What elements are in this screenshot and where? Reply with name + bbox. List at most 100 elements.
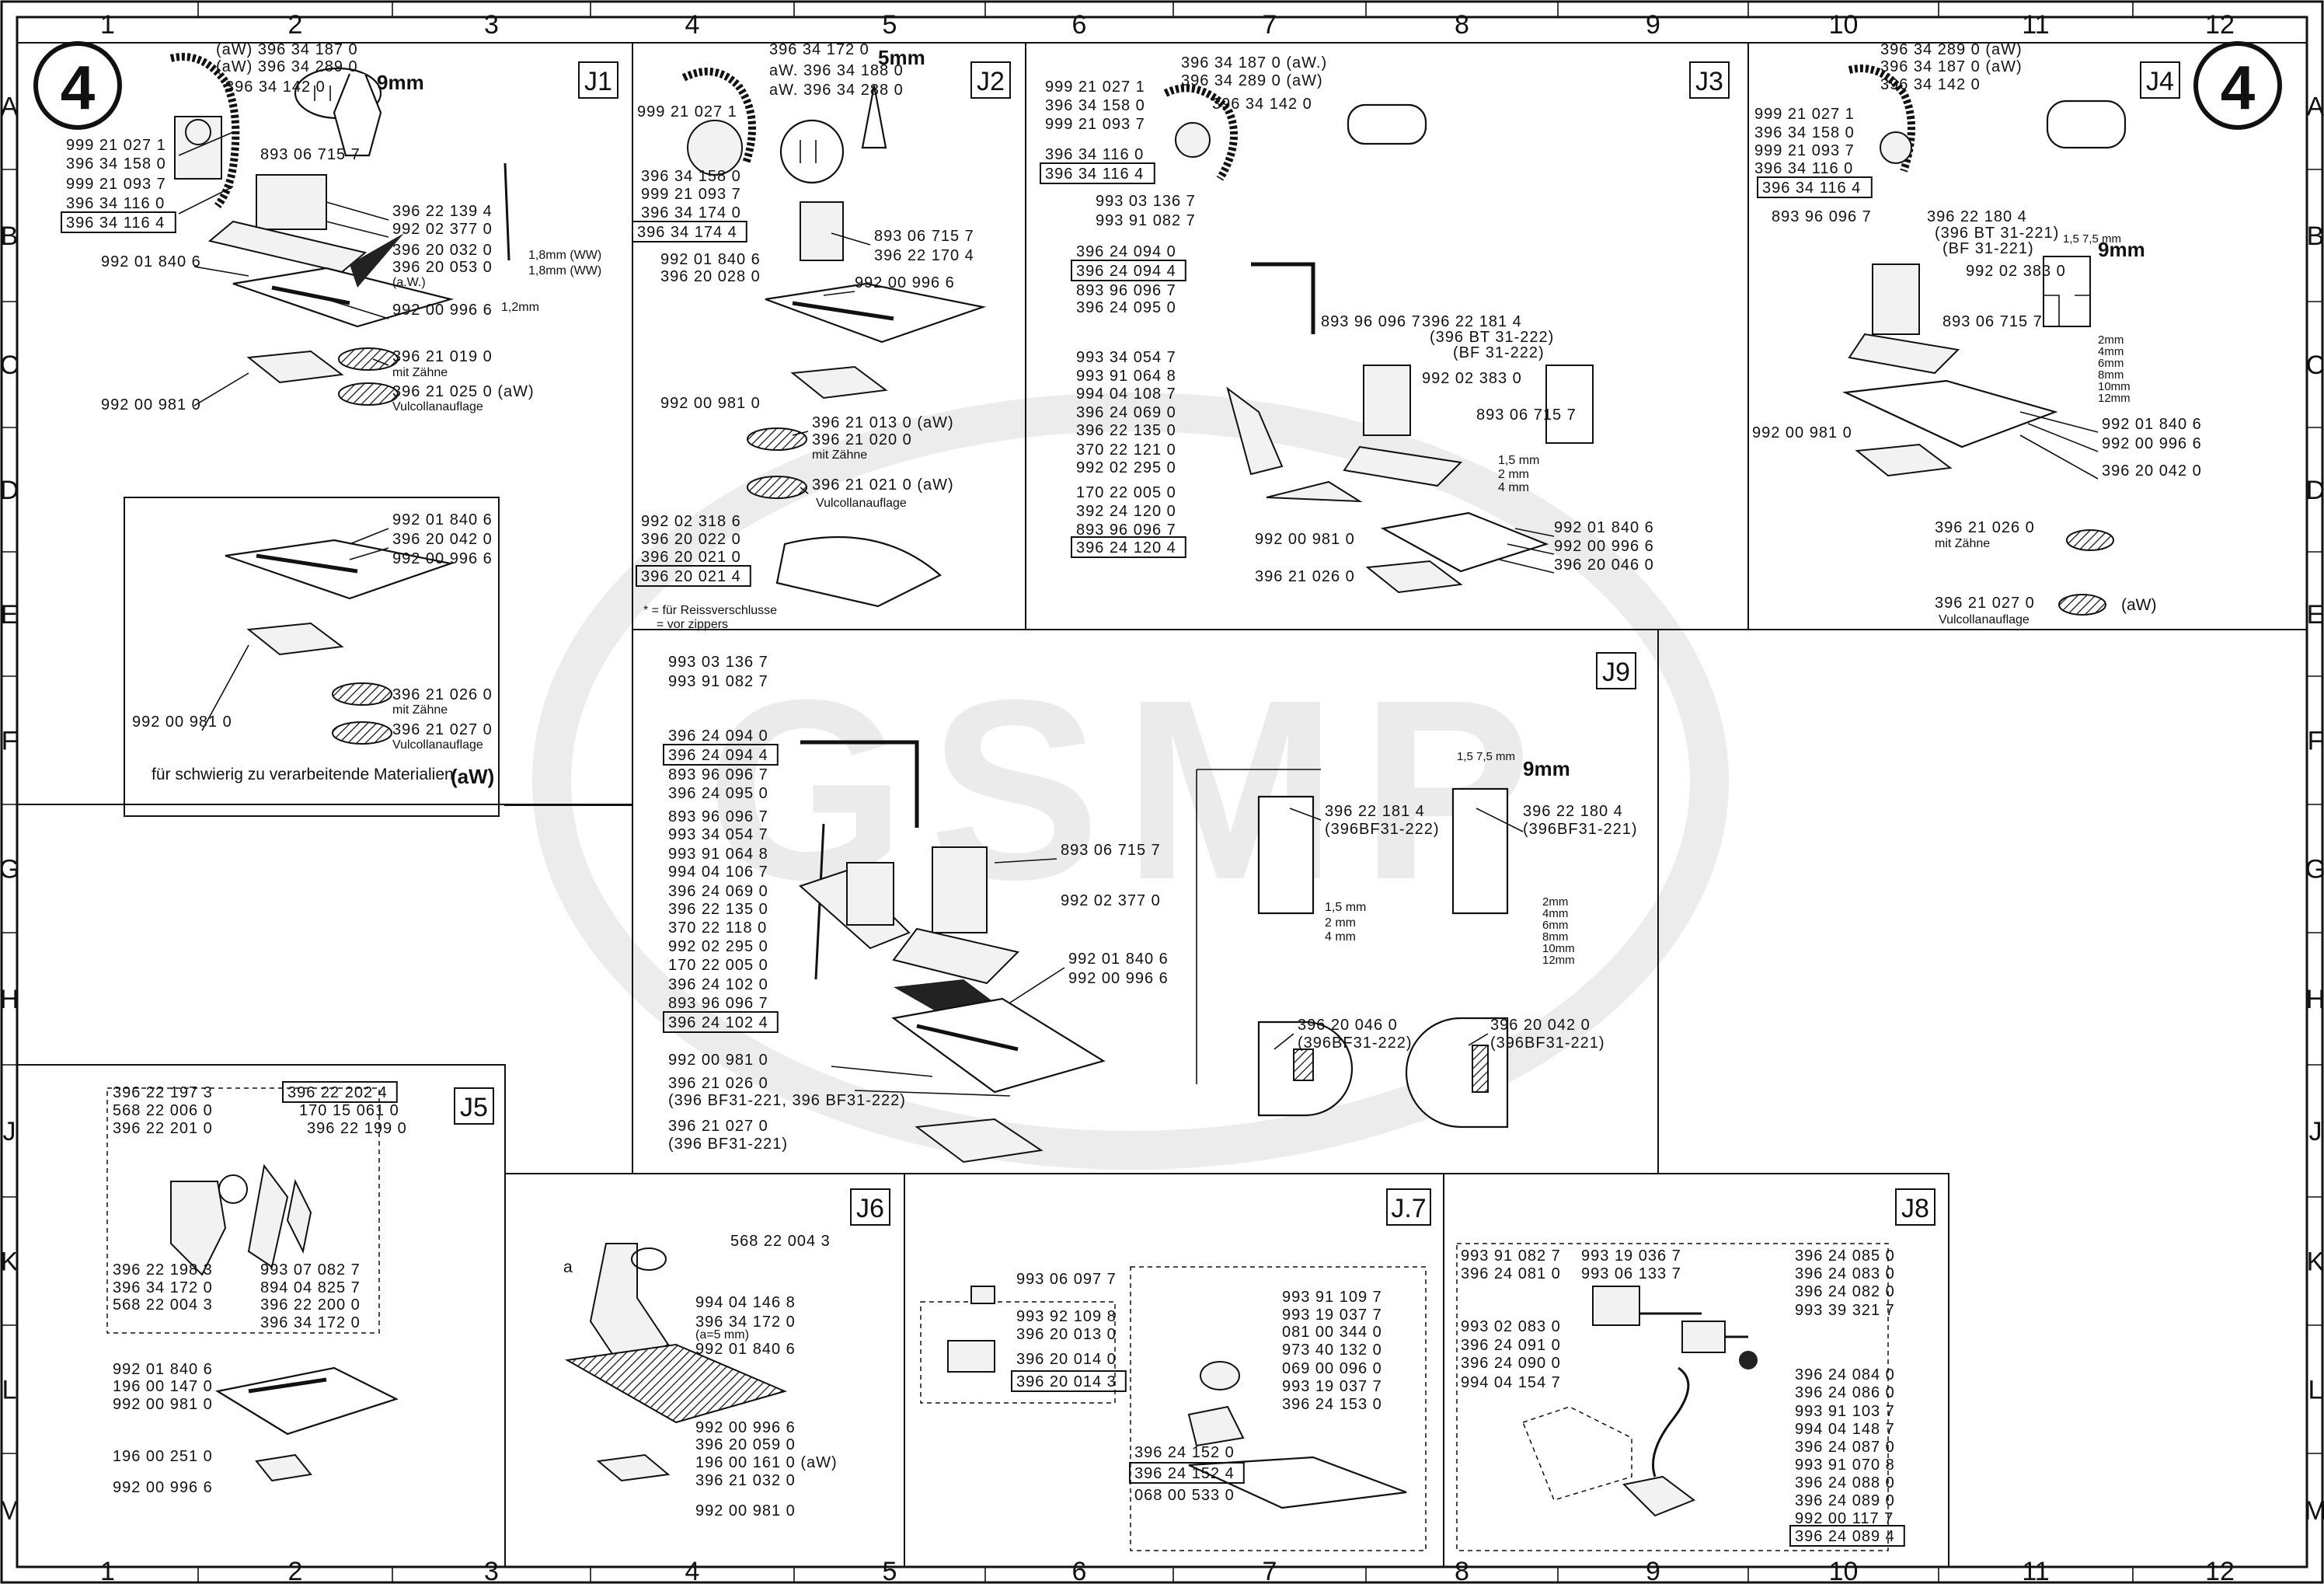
j5-label-5: 396 22 199 0 bbox=[307, 1120, 407, 1137]
j9-label-17-box bbox=[663, 1011, 779, 1033]
j9-label-14: 170 22 005 0 bbox=[668, 957, 768, 974]
j3-label-7: 396 34 116 4 bbox=[1045, 166, 1144, 183]
grid-col-top-9: 9 bbox=[1646, 10, 1660, 40]
j9-label-33: 396 20 042 0 bbox=[1490, 1017, 1591, 1034]
j4-label-7-box bbox=[1757, 176, 1873, 198]
j7-label-13: 396 24 152 4 bbox=[1134, 1465, 1235, 1482]
j4-label-22: Vulcollanauflage bbox=[1939, 613, 2030, 626]
j2-dim-5mm: 5mm bbox=[878, 46, 925, 69]
j5-label-3-box bbox=[282, 1081, 398, 1103]
grid-col-bottom-6: 6 bbox=[1072, 1557, 1087, 1584]
j7-label-7: 081 00 344 0 bbox=[1282, 1324, 1382, 1341]
j1-label-0: (aW) 396 34 187 0 bbox=[216, 41, 358, 58]
j9-label-26: (396 BF31-221) bbox=[668, 1136, 788, 1153]
j1-illustration bbox=[169, 53, 510, 406]
j2-label-7-box bbox=[632, 221, 747, 242]
j5-label-14: 196 00 147 0 bbox=[113, 1378, 213, 1395]
j9-label-25: 396 21 027 0 bbox=[668, 1118, 768, 1135]
grid-row-left-D: D bbox=[0, 476, 19, 505]
j1-label-19: 992 00 981 0 bbox=[101, 396, 201, 413]
j2-label-21: 396 20 021 0 bbox=[641, 549, 741, 566]
j3-label-29: 893 96 096 7 bbox=[1076, 522, 1176, 539]
j4-illustration bbox=[1842, 65, 2127, 616]
leader-line bbox=[2019, 411, 2099, 433]
j3-label-15: 396 22 181 4 bbox=[1422, 313, 1522, 330]
j4-label-9: 396 22 180 4 bbox=[1927, 208, 2027, 225]
j3-label-6: 396 34 116 0 bbox=[1045, 146, 1144, 163]
j9-dim-label-7: 6mm bbox=[1542, 919, 1568, 932]
j2-label-20: 396 20 022 0 bbox=[641, 531, 741, 548]
j9-label-24: (396 BF31-221, 396 BF31-222) bbox=[668, 1092, 906, 1109]
j1-label-15: 992 00 996 6 bbox=[392, 302, 493, 319]
j5-illustration bbox=[106, 1087, 399, 1482]
svg-text:J2: J2 bbox=[977, 67, 1005, 96]
j2-label-22-box bbox=[636, 565, 751, 587]
grid-row-left-L: L bbox=[2, 1376, 17, 1405]
j5-label-7: 396 34 172 0 bbox=[113, 1279, 213, 1296]
j8-label-21: 396 24 089 4 bbox=[1795, 1528, 1895, 1545]
j1-label-4: 396 34 158 0 bbox=[66, 155, 166, 173]
grid-row-right-K: K bbox=[2307, 1247, 2324, 1277]
grid-row-left-C: C bbox=[0, 351, 19, 380]
j9-label-9: 994 04 106 7 bbox=[668, 864, 768, 881]
j1alt-label-7: Vulcollanauflage bbox=[392, 738, 483, 752]
grid-row-left-J: J bbox=[3, 1117, 16, 1146]
j3-label-20: 993 34 054 7 bbox=[1076, 349, 1176, 366]
leader-line bbox=[1289, 808, 1322, 821]
j1-alt-illustration bbox=[124, 497, 500, 817]
j3-label-3: 999 21 027 1 bbox=[1045, 79, 1145, 96]
j3-label-18: 992 02 383 0 bbox=[1422, 370, 1522, 387]
grid-row-left-B: B bbox=[1, 222, 19, 251]
leader-line bbox=[193, 372, 249, 406]
j5-label-0: 396 22 197 3 bbox=[113, 1084, 213, 1101]
j9-label-10: 396 24 069 0 bbox=[668, 883, 768, 900]
j2-label-14: 396 21 013 0 (aW) bbox=[812, 414, 954, 431]
j9-label-34: (396BF31-221) bbox=[1490, 1034, 1605, 1052]
grid-row-right-L: L bbox=[2308, 1376, 2323, 1405]
j1alt-label-4: 396 21 026 0 bbox=[392, 686, 493, 703]
j5-label-17: 992 00 996 6 bbox=[113, 1479, 213, 1496]
j6-label-6: 396 20 059 0 bbox=[695, 1436, 796, 1453]
grid-row-right-C: C bbox=[2306, 351, 2324, 380]
svg-text:J3: J3 bbox=[1695, 67, 1723, 96]
j1-alt-caption-tag: (aW) bbox=[451, 765, 494, 788]
leader-line bbox=[326, 201, 389, 221]
j5-label-4: 170 15 061 0 bbox=[299, 1102, 399, 1119]
j4-dim-label-3: 4mm bbox=[2098, 345, 2124, 358]
j9-dim-label-1: 9mm bbox=[1523, 757, 1570, 780]
j8-label-11: 994 04 154 7 bbox=[1461, 1374, 1561, 1391]
j8-label-13: 396 24 086 0 bbox=[1795, 1384, 1895, 1401]
grid-col-top-7: 7 bbox=[1263, 10, 1277, 40]
j2-label-15: 396 21 020 0 bbox=[812, 431, 912, 448]
j2-label-9: 396 22 170 4 bbox=[874, 247, 974, 264]
grid-col-top-1: 1 bbox=[100, 10, 115, 40]
panel-tag-J6: J6 bbox=[850, 1188, 890, 1226]
j4-dim-label-1: 9mm bbox=[2098, 238, 2145, 261]
j4-dim-label-7: 12mm bbox=[2098, 392, 2131, 405]
j9-label-1: 993 91 082 7 bbox=[668, 673, 768, 690]
grid-row-right-J: J bbox=[2309, 1117, 2322, 1146]
j1-label-13: (a.W.) bbox=[392, 276, 426, 289]
j2-label-6: 396 34 174 0 bbox=[641, 204, 741, 222]
grid-row-right-H: H bbox=[2306, 985, 2324, 1014]
j1alt-label-0: 992 01 840 6 bbox=[392, 511, 493, 529]
j8-label-15: 994 04 148 7 bbox=[1795, 1421, 1895, 1438]
j1-label-7: 396 34 116 4 bbox=[66, 215, 165, 232]
j3-label-16: (396 BT 31-222) bbox=[1430, 329, 1554, 346]
leader-line bbox=[2027, 423, 2099, 452]
grid-col-top-8: 8 bbox=[1455, 10, 1469, 40]
j3-label-7-box bbox=[1040, 162, 1155, 184]
j9-dim-label-4: 4 mm bbox=[1325, 930, 1356, 944]
j1-label-6: 396 34 116 0 bbox=[66, 195, 165, 212]
j1-dim-label-1: 1,8mm (WW) bbox=[528, 249, 601, 262]
grid-col-bottom-11: 11 bbox=[2022, 1557, 2049, 1584]
j2-illustration bbox=[681, 68, 987, 608]
j1alt-label-5: mit Zähne bbox=[392, 703, 448, 717]
j2-label-18: Vulcollanauflage bbox=[816, 497, 907, 510]
grid-col-top-3: 3 bbox=[484, 10, 499, 40]
j9-label-19: 992 02 377 0 bbox=[1061, 892, 1161, 909]
leader-line bbox=[1499, 559, 1555, 574]
j5-label-9: 993 07 082 7 bbox=[260, 1261, 361, 1279]
j3-label-34: 396 20 046 0 bbox=[1554, 556, 1654, 574]
